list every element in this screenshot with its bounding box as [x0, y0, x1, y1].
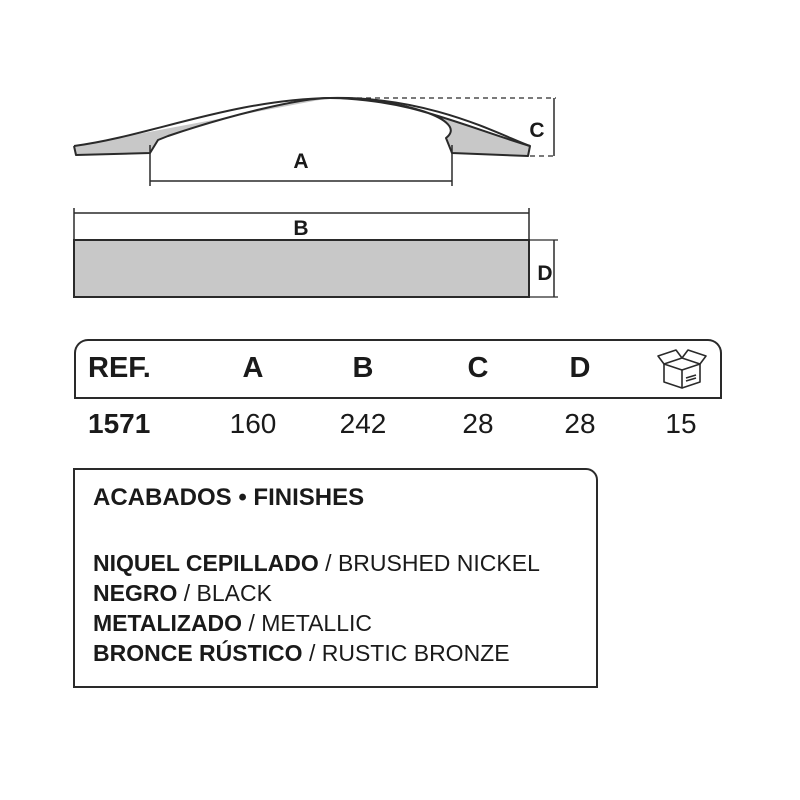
- b-header: B: [352, 352, 374, 384]
- dim-c-label: C: [529, 119, 544, 142]
- dim-a-label: A: [293, 150, 308, 173]
- finishes-title: ACABADOS • FINISHES: [93, 484, 365, 511]
- finish-separator: /: [177, 580, 197, 606]
- d-value: 28: [564, 408, 596, 439]
- handle-curve-top: [73, 96, 531, 147]
- finish-name-en: RUSTIC BRONZE: [321, 640, 510, 666]
- qty-value: 15: [665, 408, 697, 439]
- handle-side-view: [73, 97, 531, 157]
- finish-name-en: BLACK: [196, 580, 272, 606]
- ref-value: 1571: [88, 408, 151, 439]
- c-header: C: [467, 352, 489, 384]
- finish-name-en: METALLIC: [261, 610, 373, 636]
- a-header: A: [242, 352, 264, 384]
- b-value: 242: [339, 408, 387, 439]
- list-item: NEGRO / BLACK: [93, 578, 540, 608]
- d-header: D: [569, 352, 591, 384]
- finish-separator: /: [242, 610, 262, 636]
- c-value: 28: [462, 408, 494, 439]
- handle-top-view: [73, 239, 530, 298]
- dim-d-label: D: [537, 262, 552, 285]
- handle-technical-drawing: A C B D: [73, 96, 558, 298]
- finish-name-es: METALIZADO: [93, 610, 243, 636]
- finish-separator: /: [318, 550, 338, 576]
- box-icon: [657, 349, 707, 389]
- finish-separator: /: [302, 640, 322, 666]
- ref-header: REF.: [88, 352, 151, 384]
- dim-b-label: B: [293, 217, 308, 240]
- list-item: NIQUEL CEPILLADO / BRUSHED NICKEL: [93, 548, 540, 578]
- finish-list: NIQUEL CEPILLADO / BRUSHED NICKEL NEGRO …: [93, 548, 540, 668]
- a-value: 160: [229, 408, 277, 439]
- spec-table: [74, 339, 722, 399]
- finish-name-es: NIQUEL CEPILLADO: [93, 550, 319, 576]
- list-item: BRONCE RÚSTICO / RUSTIC BRONZE: [93, 638, 540, 668]
- finish-name-es: NEGRO: [93, 580, 178, 606]
- list-item: METALIZADO / METALLIC: [93, 608, 540, 638]
- finish-name-en: BRUSHED NICKEL: [337, 550, 540, 576]
- finish-name-es: BRONCE RÚSTICO: [93, 640, 303, 666]
- finishes-box: ACABADOS • FINISHES NIQUEL CEPILLADO / B…: [73, 468, 598, 688]
